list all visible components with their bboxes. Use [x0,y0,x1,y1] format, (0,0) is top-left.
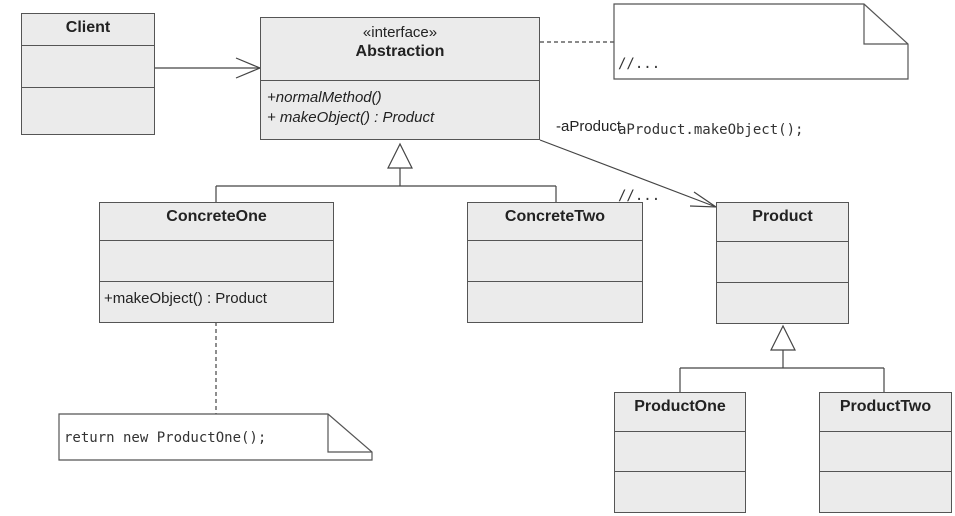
attributes-compartment [22,45,154,87]
note-line: //... [618,56,661,72]
note-top-shape [613,3,909,80]
class-client: Client [21,13,155,135]
class-name: ProductOne [634,398,726,415]
attributes-compartment [100,240,333,281]
note-top-text: //... aProduct.makeObject(); //... [618,9,803,229]
abstraction-product-association [539,139,717,208]
class-name: ProductTwo [839,398,932,415]
note-bottom-text: return new ProductOne(); [64,430,267,446]
class-product: Product [716,202,849,324]
class-concrete-two: ConcreteTwo [467,202,643,323]
class-concrete-one: ConcreteOne +makeObject() : Product [99,202,334,323]
attributes-compartment [468,240,642,281]
class-abstraction: «interface» Abstraction +normalMethod() … [260,17,540,140]
note-line: //... [618,188,661,204]
generalization-triangle [770,324,796,351]
generalization-triangle [387,142,413,169]
note-bottom-shape [58,413,373,461]
attributes-compartment [820,431,951,471]
attributes-compartment [717,241,848,282]
attributes-compartment [615,431,745,471]
method-normal: +normalMethod() [267,89,382,106]
operations-compartment [615,471,745,512]
stereotype: «interface» [362,24,438,41]
note-top-fold [863,4,908,45]
class-name: ConcreteTwo [504,208,606,225]
operations-compartment: +normalMethod() + makeObject() : Product [261,80,539,139]
note-line: aProduct.makeObject(); [618,122,804,138]
operations-compartment [820,471,951,512]
class-product-two: ProductTwo [819,392,952,513]
class-header: «interface» Abstraction [261,18,539,80]
operations-compartment [468,281,642,322]
association-role-label: -aProduct [556,118,622,135]
class-name: Abstraction [355,43,445,60]
operations-compartment [22,87,154,134]
class-name: ConcreteOne [166,208,267,225]
note-bottom-fold [327,414,372,453]
method-make-object: +makeObject() : Product [104,290,267,307]
class-name: Product [752,208,813,225]
operations-compartment: +makeObject() : Product [100,281,333,322]
class-product-one: ProductOne [614,392,746,513]
class-name: Client [65,19,111,36]
operations-compartment [717,282,848,323]
method-make-object: + makeObject() : Product [267,109,435,126]
